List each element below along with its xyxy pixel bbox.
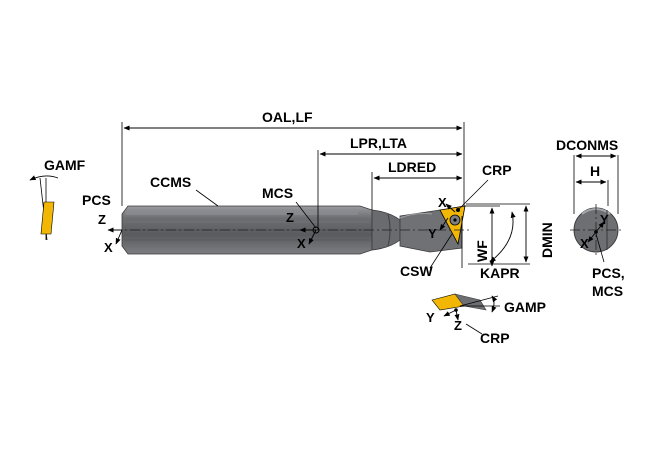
- crp-top-label: CRP: [482, 162, 512, 178]
- gamp-label: GAMP: [504, 299, 546, 315]
- end-view-y-axis: Y: [600, 212, 609, 227]
- dimension-ldred: LDRED: [371, 159, 463, 210]
- pcs-x-axis: X: [104, 240, 113, 255]
- ldred-label: LDRED: [388, 159, 436, 175]
- gamf-label: GAMF: [44, 157, 86, 173]
- mcs-coordinate-system: MCS Z X: [262, 185, 320, 251]
- kapr-angle: KAPR: [461, 211, 520, 281]
- pcs-mcs-label-line1: PCS,: [592, 265, 625, 281]
- dimension-dmin: DMIN: [466, 203, 555, 265]
- gamp-detail: GAMP Y Z CRP: [426, 293, 546, 346]
- crp-top-callout: CRP: [456, 162, 512, 212]
- ccms-label: CCMS: [150, 174, 191, 190]
- kapr-label: KAPR: [480, 265, 520, 281]
- ccms-callout: CCMS: [150, 174, 219, 207]
- end-view: DCONMS H Y X PCS, MCS: [556, 137, 625, 299]
- mcs-label: MCS: [262, 185, 293, 201]
- mcs-x-axis: X: [297, 236, 306, 251]
- insert: [439, 205, 466, 246]
- wf-label: WF: [474, 240, 490, 262]
- pcs-label: PCS: [82, 192, 111, 208]
- dimension-lpr-lta: LPR,LTA: [317, 135, 463, 230]
- h-label: H: [590, 163, 600, 179]
- pcs-coordinate-system: PCS Z X: [82, 192, 123, 255]
- end-view-x-axis: X: [580, 236, 589, 251]
- crp-coordinate-system: X Y: [428, 195, 456, 241]
- crp-bottom-label: CRP: [480, 330, 510, 346]
- csw-callout: CSW: [400, 233, 453, 279]
- gamf-detail: GAMF: [29, 157, 86, 241]
- gamf-insert-profile: [40, 201, 55, 235]
- crp-x-axis: X: [438, 195, 447, 210]
- dimension-oal-lf: OAL,LF: [121, 109, 465, 206]
- gamp-y-axis: Y: [426, 310, 435, 325]
- pcs-z-axis: Z: [98, 212, 106, 227]
- oal-lf-label: OAL,LF: [262, 109, 313, 125]
- dconms-label: DCONMS: [556, 137, 618, 153]
- gamp-z-axis: Z: [454, 318, 462, 333]
- dmin-label: DMIN: [539, 222, 555, 258]
- csw-label: CSW: [400, 263, 433, 279]
- mcs-z-axis: Z: [286, 210, 294, 225]
- pcs-mcs-label-line2: MCS: [592, 283, 623, 299]
- crp-y-axis: Y: [428, 226, 437, 241]
- dimension-wf: WF: [464, 205, 500, 267]
- lpr-lta-label: LPR,LTA: [350, 135, 407, 151]
